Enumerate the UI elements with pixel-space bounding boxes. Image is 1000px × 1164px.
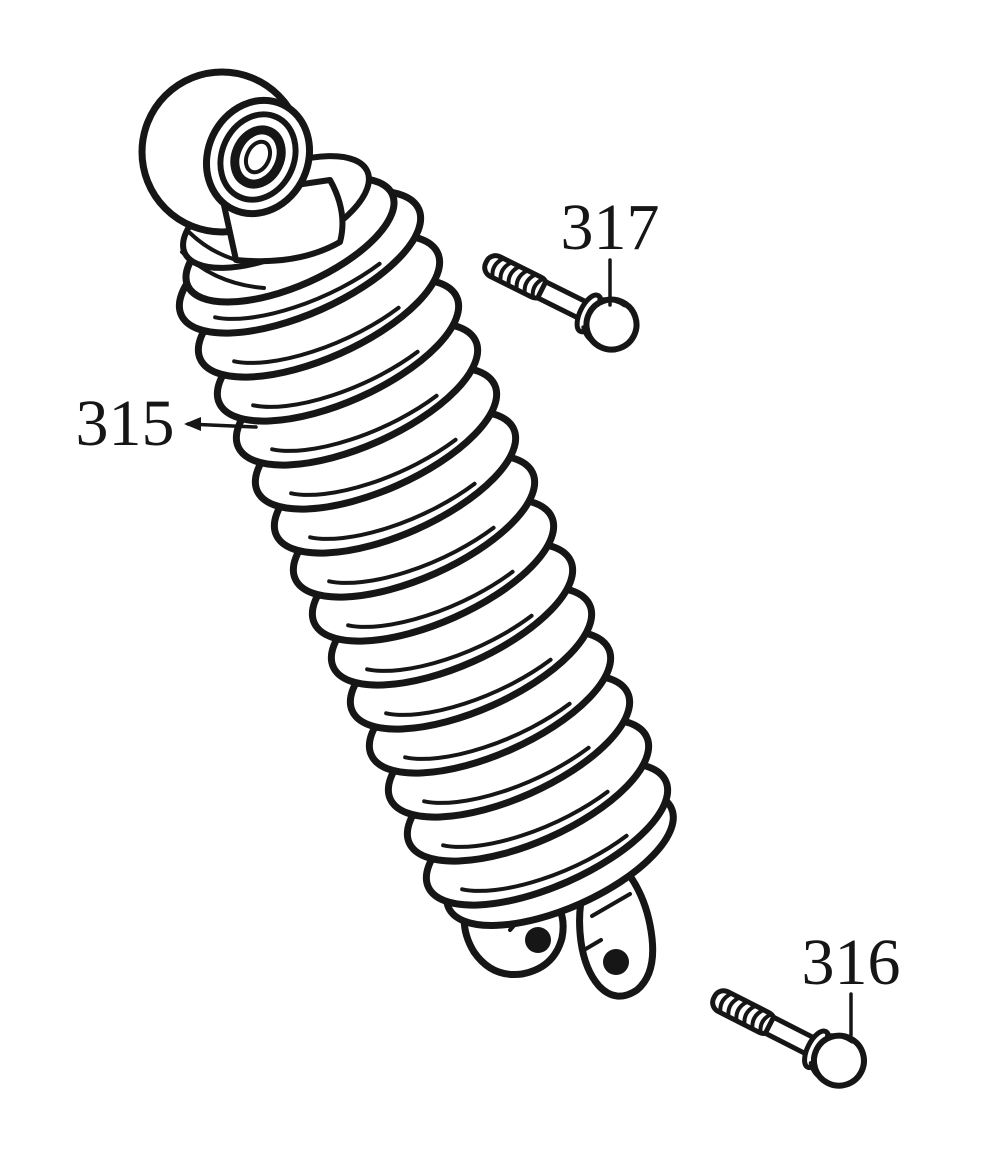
left-mount-hole bbox=[525, 927, 551, 953]
callout-316: 316 bbox=[802, 926, 901, 1037]
callout-315: 315 bbox=[76, 387, 258, 460]
shock-absorber-assembly bbox=[138, 68, 692, 1000]
upper-bushing bbox=[202, 96, 314, 218]
right-mount-hole bbox=[603, 949, 629, 975]
callout-317: 317 bbox=[561, 191, 660, 307]
leader-arrow-315 bbox=[184, 417, 201, 431]
part-label-316: 316 bbox=[802, 926, 901, 999]
part-label-315: 315 bbox=[76, 387, 175, 460]
part-label-317: 317 bbox=[561, 191, 660, 264]
upper-eye-mount bbox=[138, 68, 346, 265]
